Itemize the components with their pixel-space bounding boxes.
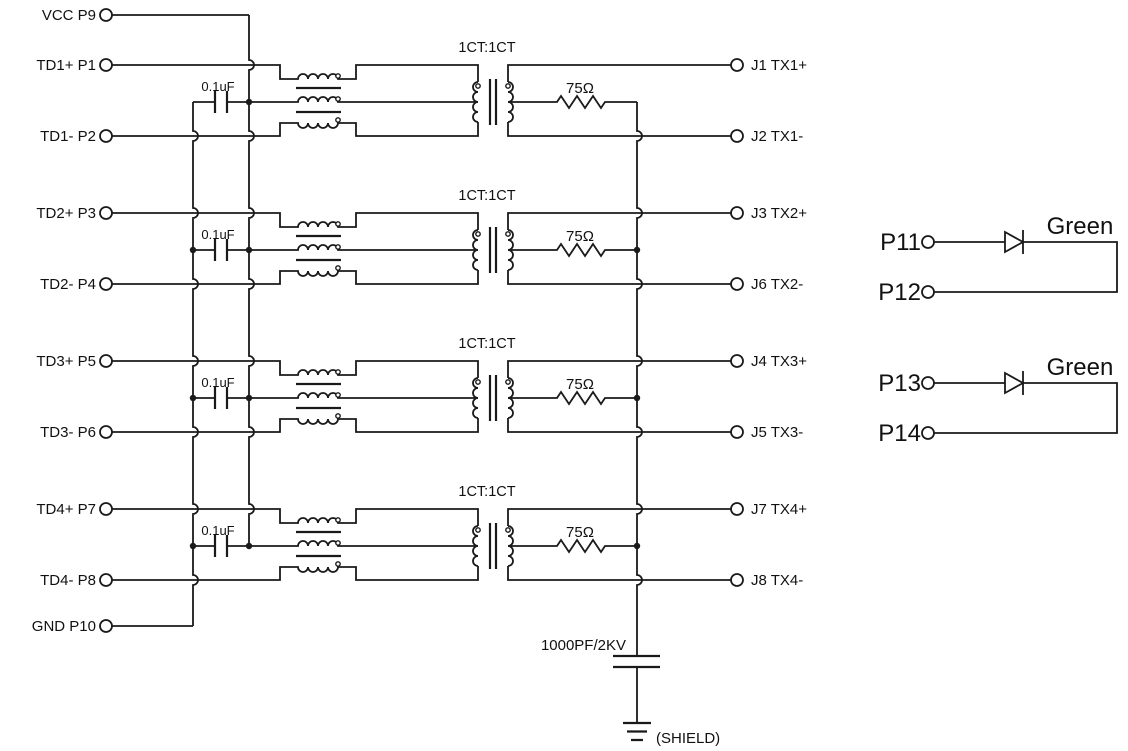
- resistor-value-label: 75Ω: [566, 80, 594, 97]
- led-bottom-pin-label: P12: [878, 279, 921, 306]
- output-pin-label-minus: J8 TX4-: [751, 572, 803, 589]
- capacitor-value-label: 0.1uF: [201, 375, 234, 390]
- channel-3: TD3+ P5 TD3- P6 1CT:1CT 0.1uF 75Ω J4 TX3…: [36, 336, 807, 441]
- input-pin-label-plus: TD2+ P3: [36, 205, 96, 222]
- gnd-terminal: [99, 619, 113, 633]
- led-top-terminal: [921, 235, 935, 249]
- output-pin-label-plus: J1 TX1+: [751, 57, 807, 74]
- led-color-label: Green: [1047, 354, 1114, 381]
- vcc-terminal: [99, 8, 113, 22]
- input-pin-label-minus: TD2- P4: [40, 276, 96, 293]
- capacitor-value-label: 0.1uF: [201, 227, 234, 242]
- diode-symbol: [1004, 230, 1025, 254]
- transformer-ratio-label: 1CT:1CT: [458, 40, 515, 56]
- led-circuit-2: P13 P14 Green: [878, 354, 1118, 447]
- led-circuit-1: P11 P12 Green: [878, 213, 1118, 306]
- input-pin-label-plus: TD1+ P1: [36, 57, 96, 74]
- vcc-bus-wire: [248, 15, 255, 546]
- vcc-pin-label: VCC P9: [42, 7, 96, 24]
- output-pin-label-plus: J3 TX2+: [751, 205, 807, 222]
- shield-cap-value-label: 1000PF/2KV: [541, 637, 626, 654]
- output-pin-label-plus: J7 TX4+: [751, 501, 807, 518]
- input-pin-label-plus: TD3+ P5: [36, 353, 96, 370]
- output-pin-label-plus: J4 TX3+: [751, 353, 807, 370]
- input-pin-label-minus: TD3- P6: [40, 424, 96, 441]
- shield-ground-label: (SHIELD): [656, 730, 720, 747]
- earth-ground-symbol: [623, 721, 651, 742]
- led-top-pin-label: P13: [878, 370, 921, 397]
- shield-bus-wire: [636, 102, 643, 656]
- led-top-terminal: [921, 376, 935, 390]
- led-color-label: Green: [1047, 213, 1114, 240]
- output-pin-label-minus: J5 TX3-: [751, 424, 803, 441]
- resistor-value-label: 75Ω: [566, 524, 594, 541]
- led-top-pin-label: P11: [880, 229, 921, 256]
- transformer-ratio-label: 1CT:1CT: [458, 484, 515, 500]
- led-bottom-terminal: [921, 285, 935, 299]
- led-bottom-terminal: [921, 426, 935, 440]
- capacitor-value-label: 0.1uF: [201, 523, 234, 538]
- input-pin-label-minus: TD4- P8: [40, 572, 96, 589]
- output-pin-label-minus: J6 TX2-: [751, 276, 803, 293]
- input-pin-label-minus: TD1- P2: [40, 128, 96, 145]
- led-wire: [934, 382, 1118, 434]
- resistor-value-label: 75Ω: [566, 228, 594, 245]
- gnd-rail: [99, 102, 199, 633]
- capacitor-value-label: 0.1uF: [201, 79, 234, 94]
- channel-2: TD2+ P3 TD2- P4 1CT:1CT 0.1uF 75Ω J3 TX2…: [36, 188, 807, 293]
- resistor-value-label: 75Ω: [566, 376, 594, 393]
- led-bottom-pin-label: P14: [878, 420, 921, 447]
- channel-1: TD1+ P1 TD1- P2 1CT:1CT 0.1uF 75Ω J1 TX1…: [36, 40, 807, 145]
- diode-symbol: [1004, 371, 1025, 395]
- led-wire: [934, 241, 1118, 293]
- output-pin-label-minus: J2 TX1-: [751, 128, 803, 145]
- gnd-pin-label: GND P10: [32, 618, 96, 635]
- shield-capacitor-plates: [613, 654, 660, 669]
- transformer-ratio-label: 1CT:1CT: [458, 336, 515, 352]
- transformer-ratio-label: 1CT:1CT: [458, 188, 515, 204]
- shield-bus: 1000PF/2KV (SHIELD): [541, 102, 720, 747]
- channel-4: TD4+ P7 TD4- P8 1CT:1CT 0.1uF 75Ω J7 TX4…: [36, 484, 807, 589]
- input-pin-label-plus: TD4+ P7: [36, 501, 96, 518]
